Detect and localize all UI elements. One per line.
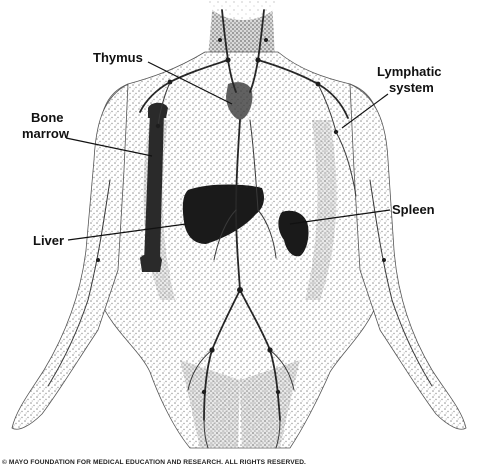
label-lymphatic-line2: system <box>389 80 434 95</box>
label-bone-line2: marrow <box>22 126 70 141</box>
label-thymus: Thymus <box>93 50 143 65</box>
label-spleen: Spleen <box>392 202 435 217</box>
label-lymphatic-line1: Lymphatic <box>377 64 442 79</box>
label-liver: Liver <box>33 233 64 248</box>
copyright-credit: © MAYO FOUNDATION FOR MEDICAL EDUCATION … <box>2 458 306 466</box>
label-bone-line1: Bone <box>31 110 64 125</box>
